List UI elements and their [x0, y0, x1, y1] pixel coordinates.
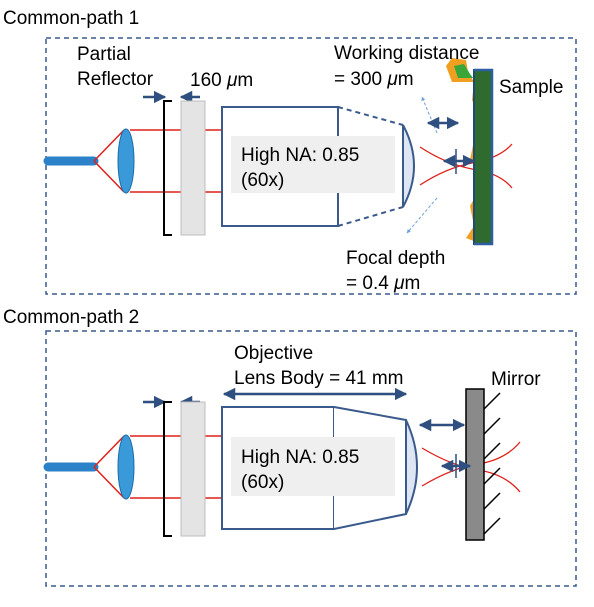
partial-reflector [180, 100, 206, 236]
mirror-label: Mirror [491, 369, 541, 390]
sample-label: Sample [499, 77, 563, 98]
focal-depth-line1: Focal depth [346, 248, 445, 269]
objective-label-box [231, 136, 395, 193]
focus-beam-1 [419, 146, 513, 189]
objective-label-line2: (60x) [241, 170, 284, 191]
mirror-hatch [483, 392, 501, 535]
objective-label-line1: High NA: 0.85 [241, 145, 359, 166]
partial-reflector-2 [180, 401, 206, 537]
objective2-label-line1: High NA: 0.85 [241, 447, 359, 468]
partial-reflector-label-line1: Partial [77, 44, 131, 65]
objective-taper-dashed [337, 106, 404, 227]
objective-front-lens [402, 124, 415, 208]
cone-arrow-bottom [406, 197, 438, 234]
sample-substrate [473, 69, 493, 245]
sample-outline [474, 68, 494, 246]
partial-reflector-label-line2: Reflector [77, 69, 154, 90]
focus-beam-2 [419, 143, 513, 186]
panel1-title: Common-path 1 [3, 8, 139, 29]
objective2-label-line2: (60x) [241, 472, 284, 493]
gap-label: 160 μm [190, 70, 253, 91]
input-beam-2 [93, 435, 125, 499]
panel2-title: Common-path 2 [3, 307, 139, 328]
working-distance-line1: Working distance [334, 43, 479, 64]
collimating-lens-2 [117, 434, 135, 500]
panel1-frame [45, 37, 577, 295]
cone-arrow-top [421, 96, 438, 134]
objective-front-lens-2 [405, 419, 418, 515]
focal-depth-line2: = 0.4 μm [346, 273, 420, 294]
panel2-frame [45, 330, 577, 587]
mirror [465, 388, 485, 541]
working-distance-line2: = 300 μm [334, 69, 414, 90]
objective-body-label-line2: Lens Body = 41 mm [234, 368, 404, 389]
reflector-bracket [163, 100, 172, 236]
reflector-bracket-2 [163, 401, 172, 537]
objective-body-label-line1: Objective [234, 343, 313, 364]
objective2-label-box [231, 437, 395, 496]
collimating-lens [117, 128, 135, 194]
input-beam [93, 129, 125, 193]
